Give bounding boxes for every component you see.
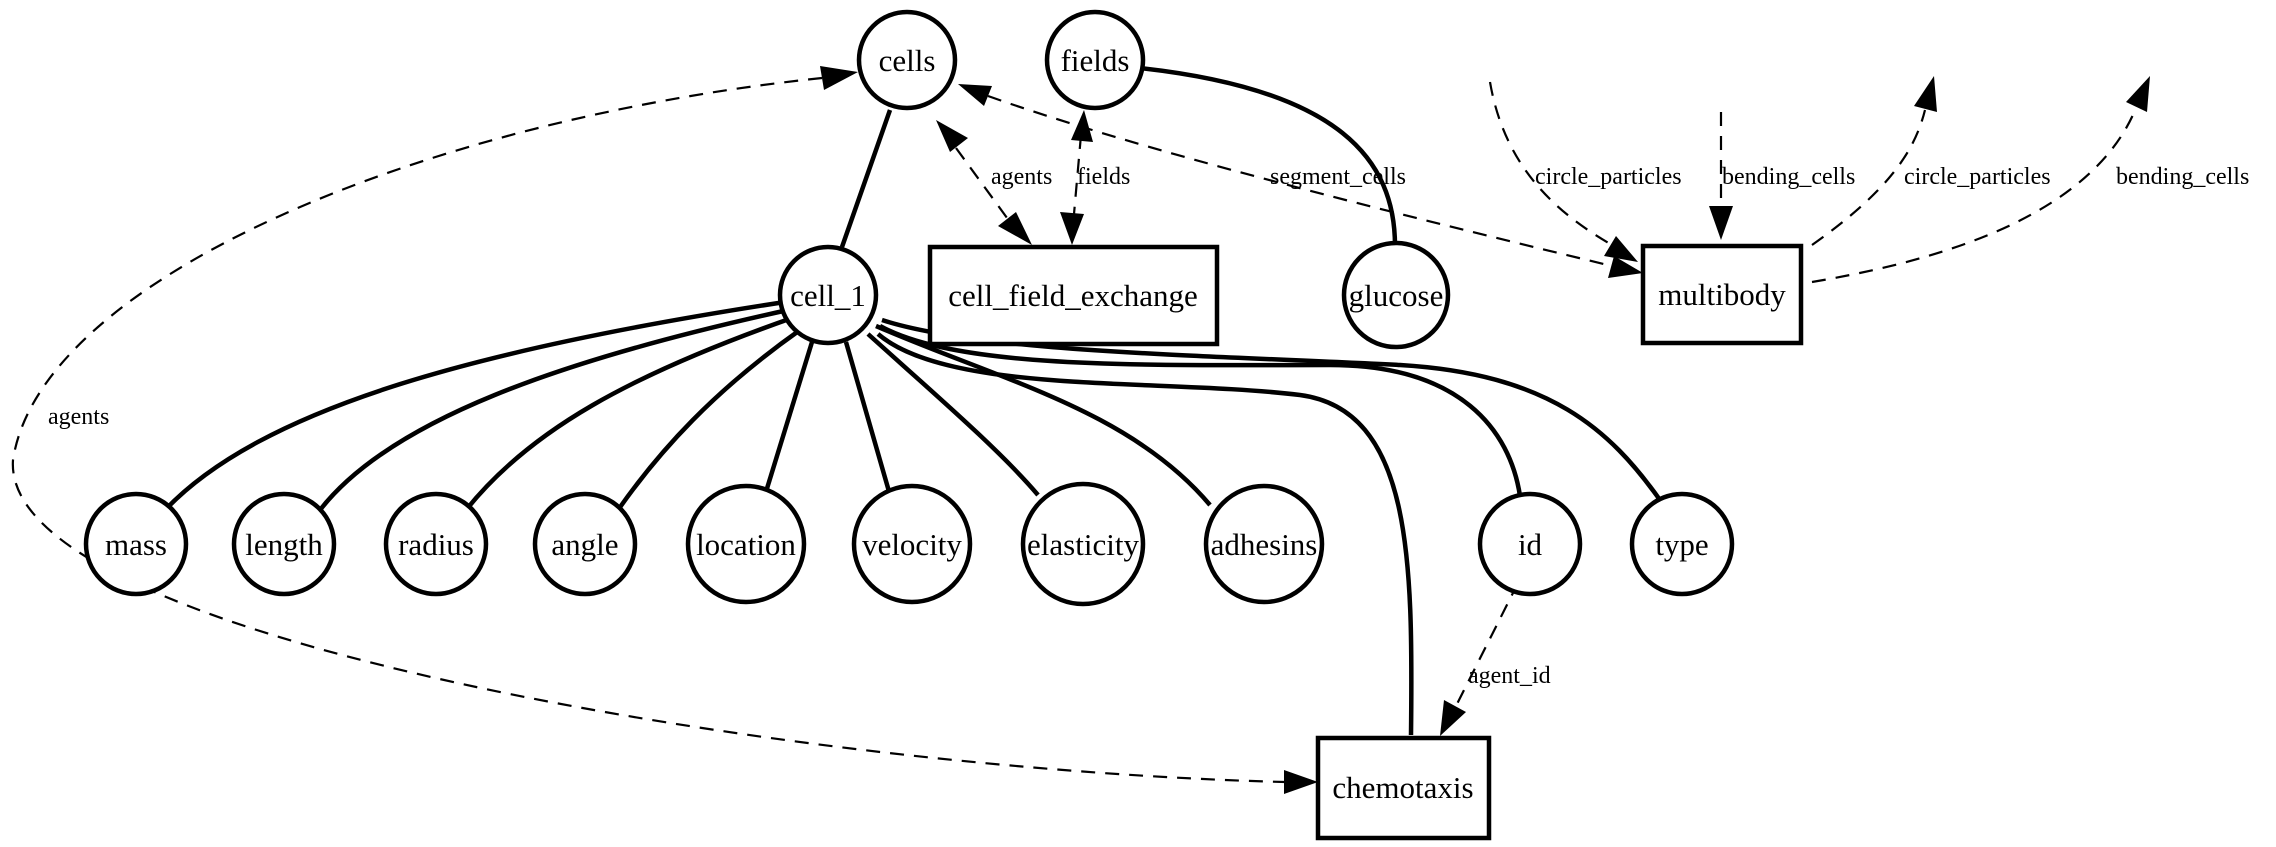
port-edges <box>11 66 2150 794</box>
edge-multibody-cells <box>987 94 1613 268</box>
edge-cell_1-mass <box>163 299 786 512</box>
node-label-angle: angle <box>551 527 618 562</box>
node-cell_field_exchange <box>927 244 1220 347</box>
edge-label-agent-id: agent_id <box>1468 663 1551 689</box>
edge-cell_1-adhesins <box>875 323 1212 507</box>
edge-cell_1-chemotaxis <box>876 332 1414 736</box>
node-radius <box>383 491 489 597</box>
node-type <box>1629 491 1735 597</box>
edge-cells-cell_1 <box>839 109 893 248</box>
arrowhead <box>1608 256 1643 278</box>
arrowhead <box>1440 700 1466 736</box>
node-glucose <box>1341 240 1451 350</box>
node-velocity <box>851 483 973 605</box>
node-label-cell_field_exchange: cell_field_exchange <box>948 278 1198 313</box>
node-label-cell_1: cell_1 <box>790 278 866 313</box>
edge-label-bending-cells: bending_cells <box>2116 164 2249 190</box>
edge-label-circle-particles: circle_particles <box>1904 164 2051 190</box>
node-chemotaxis <box>1315 735 1492 841</box>
node-label-mass: mass <box>105 527 167 562</box>
node-elasticity <box>1020 481 1146 607</box>
edge-cell_1-length <box>318 307 789 512</box>
edge-label-fields: fields <box>1077 164 1130 190</box>
edge-labels: agents fields segment_cells circle_parti… <box>48 164 2249 689</box>
edge-label-agents: agents <box>48 404 109 430</box>
arrowhead <box>1709 206 1733 240</box>
arrowhead <box>1604 236 1638 262</box>
node-location <box>685 483 807 605</box>
node-mass <box>83 491 189 597</box>
edge-label-circle-particles: circle_particles <box>1535 164 1682 190</box>
node-fields <box>1044 9 1146 111</box>
node-angle <box>532 491 638 597</box>
edge-fields-glucose <box>1139 65 1398 247</box>
edge-cell_1-radius <box>464 315 793 512</box>
edge-circle-particles-in <box>1488 81 1613 246</box>
edge-label-agents: agents <box>991 164 1052 190</box>
edge-cell_1-location <box>762 341 815 496</box>
node-label-adhesins: adhesins <box>1211 527 1318 562</box>
hierarchy-edges <box>163 65 1662 736</box>
process-nodes: cell_field_exchange multibody chemotaxis <box>927 243 1804 841</box>
node-label-id: id <box>1518 527 1543 562</box>
node-label-location: location <box>696 527 796 562</box>
edge-circle-particles-out <box>1811 109 1927 246</box>
node-label-elasticity: elasticity <box>1027 527 1139 562</box>
edge-label-segment-cells: segment_cells <box>1270 164 1406 190</box>
node-cells <box>856 9 958 111</box>
edge-cell_1-elasticity <box>866 332 1040 497</box>
node-label-chemotaxis: chemotaxis <box>1332 770 1473 805</box>
arrowhead <box>1284 770 1318 794</box>
edge-cell_1-velocity <box>843 341 893 496</box>
arrowhead <box>958 84 992 106</box>
arrowhead <box>936 120 968 152</box>
edge-label-bending-cells: bending_cells <box>1722 164 1855 190</box>
node-cell_1 <box>777 244 879 346</box>
node-label-length: length <box>245 527 323 562</box>
arrowhead <box>820 66 858 90</box>
node-label-multibody: multibody <box>1658 277 1786 312</box>
node-label-cells: cells <box>879 43 936 78</box>
edge-exchange-cells <box>955 147 1011 223</box>
edge-bending-cells-out <box>1811 107 2138 284</box>
node-label-velocity: velocity <box>862 527 962 562</box>
edge-id-chemotaxis <box>1454 582 1519 709</box>
node-length <box>231 491 337 597</box>
edge-chemotaxis-cells <box>11 76 1286 784</box>
arrowhead <box>998 212 1032 245</box>
arrowhead <box>2126 76 2150 112</box>
edge-exchange-fields <box>1072 134 1083 215</box>
edge-cell_1-id <box>878 324 1523 497</box>
node-adhesins <box>1203 483 1325 605</box>
arrowhead <box>1914 76 1937 112</box>
node-multibody <box>1640 243 1804 346</box>
arrowhead <box>1060 212 1084 245</box>
node-label-type: type <box>1655 527 1708 562</box>
node-label-radius: radius <box>398 527 474 562</box>
node-id <box>1477 491 1583 597</box>
store-nodes: cells fields cell_1 glucose mass length … <box>83 9 1735 607</box>
node-label-fields: fields <box>1061 43 1130 78</box>
edge-cell_1-type <box>881 317 1662 502</box>
node-label-glucose: glucose <box>1349 278 1444 313</box>
edge-cell_1-angle <box>616 328 802 512</box>
